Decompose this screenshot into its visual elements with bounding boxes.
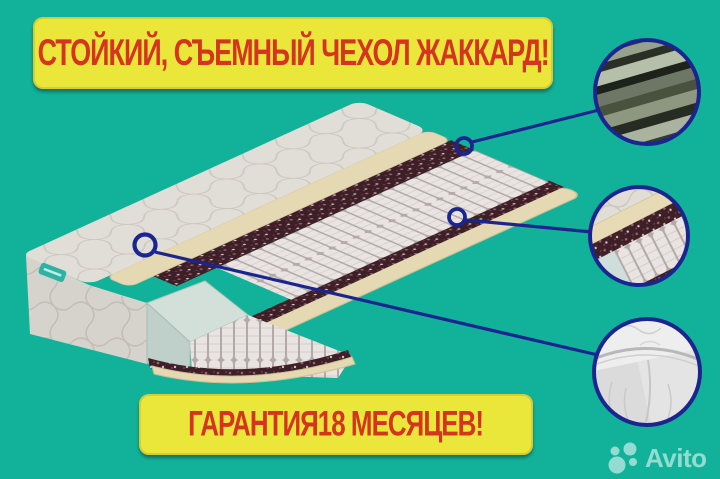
connector-line-felt [471,108,600,144]
avito-watermark-text: Avito [645,443,707,473]
brand-tag [38,262,67,283]
bottom-banner: ГАРАНТИЯ18 МЕСЯЦЕВ! [139,394,533,455]
mattress-body [26,102,578,350]
connector-line-cover [154,250,599,357]
avito-watermark: Avito [606,441,707,475]
base-front-rim [151,356,356,384]
marker-ring-springs [447,207,467,227]
top-banner: СТОЙКИЙ, СЪЕМНЫЙ ЧЕХОЛ ЖАККАРД! [33,17,553,89]
mattress-quilted-top [26,102,423,283]
bottom-banner-text: ГАРАНТИЯ18 МЕСЯЦЕВ! [188,404,485,444]
callout-connectors [132,108,600,357]
mattress-coir-top-layer [153,140,475,287]
top-banner-text: СТОЙКИЙ, СЪЕМНЫЙ ЧЕХОЛ ЖАККАРД! [37,31,549,73]
callout-felt-pad [593,38,701,146]
mattress-coir-bottom-layer [221,180,564,337]
callout-jacquard-cover [592,317,702,427]
marker-ring-felt [454,136,474,156]
connector-line-springs [465,218,593,234]
marker-ring-cover [132,232,158,258]
avito-dots-logo-icon [608,442,637,474]
mattress-quilted-front-face [26,256,147,364]
mattress-spring-block [216,150,549,300]
